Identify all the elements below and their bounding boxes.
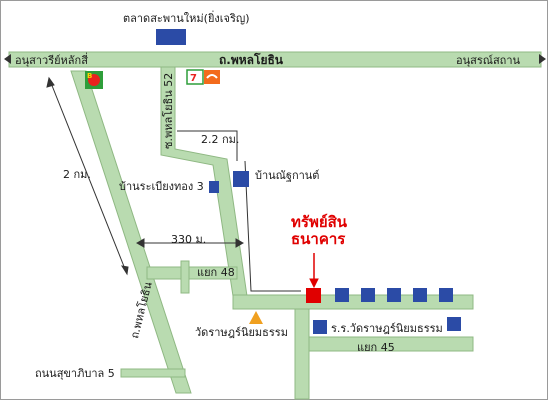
road-lower-street: [232, 294, 474, 310]
soi52-label: ซ.พหลโยธิน 52: [162, 72, 175, 149]
monument-right-label: อนุสรณ์สถาน: [456, 54, 521, 67]
target-label-line2: ธนาคาร: [291, 230, 346, 249]
arrow-left-icon: [4, 54, 11, 64]
dist-330m-label: 330 ม.: [171, 233, 207, 246]
road-yaek-48: [146, 266, 238, 280]
ban-nanthakan-label: บ้านณัฐกานต์: [255, 169, 320, 182]
school-building-left: [313, 320, 327, 334]
temple-label: วัดราษฎร์นิยมธรรม: [195, 326, 288, 339]
road-diagonal-left: [70, 70, 192, 394]
ban-rabieng-label: บ้านระเบียงทอง 3: [119, 180, 204, 193]
market-label: ตลาดสะพานใหม่(ยิ่งเจริญ): [123, 12, 250, 25]
target-arrow: [309, 253, 319, 289]
main-road-label: ถ.พหลโยธิน: [219, 53, 284, 67]
sukhaphiban-label: ถนนสุขาภิบาล 5: [35, 367, 115, 380]
yaek48-label: แยก 48: [197, 266, 235, 279]
route-line: [244, 160, 301, 292]
yaek45-label: แยก 45: [357, 341, 395, 354]
school-building-right: [447, 317, 461, 331]
market-building: [156, 29, 186, 45]
svg-text:7: 7: [190, 73, 197, 84]
road-sukhaphiban-5: [120, 368, 186, 378]
road-yaek-48-spur: [180, 260, 190, 294]
school-label: ร.ร.วัดราษฎร์นิยมธรรม: [331, 322, 443, 335]
dist-22km-label: 2.2 กม.: [201, 133, 240, 146]
road-spur-down: [294, 308, 310, 400]
target-label: ทรัพย์สิน ธนาคาร: [291, 213, 348, 249]
seven-eleven-logo-icon: 7: [186, 69, 220, 85]
target-property: [306, 288, 321, 303]
monument-left-label: อนุสาวรีย์หลักสี่: [15, 54, 88, 67]
road-yaek-45: [308, 336, 474, 352]
distance-330m: [135, 238, 245, 248]
temple-triangle-icon: [249, 311, 263, 324]
arrow-right-icon: [539, 54, 546, 64]
distance-2km: [46, 76, 129, 276]
target-label-line1: ทรัพย์สิน: [291, 213, 348, 231]
building-row: [335, 288, 453, 302]
ban-rabieng-building: [209, 181, 219, 193]
distance-22km: [177, 130, 238, 161]
ban-nanthakan-building: [233, 171, 249, 187]
dist-2km-label: 2 กม.: [63, 168, 91, 181]
bigc-logo-icon: B: [85, 71, 103, 89]
svg-text:B: B: [87, 72, 92, 80]
